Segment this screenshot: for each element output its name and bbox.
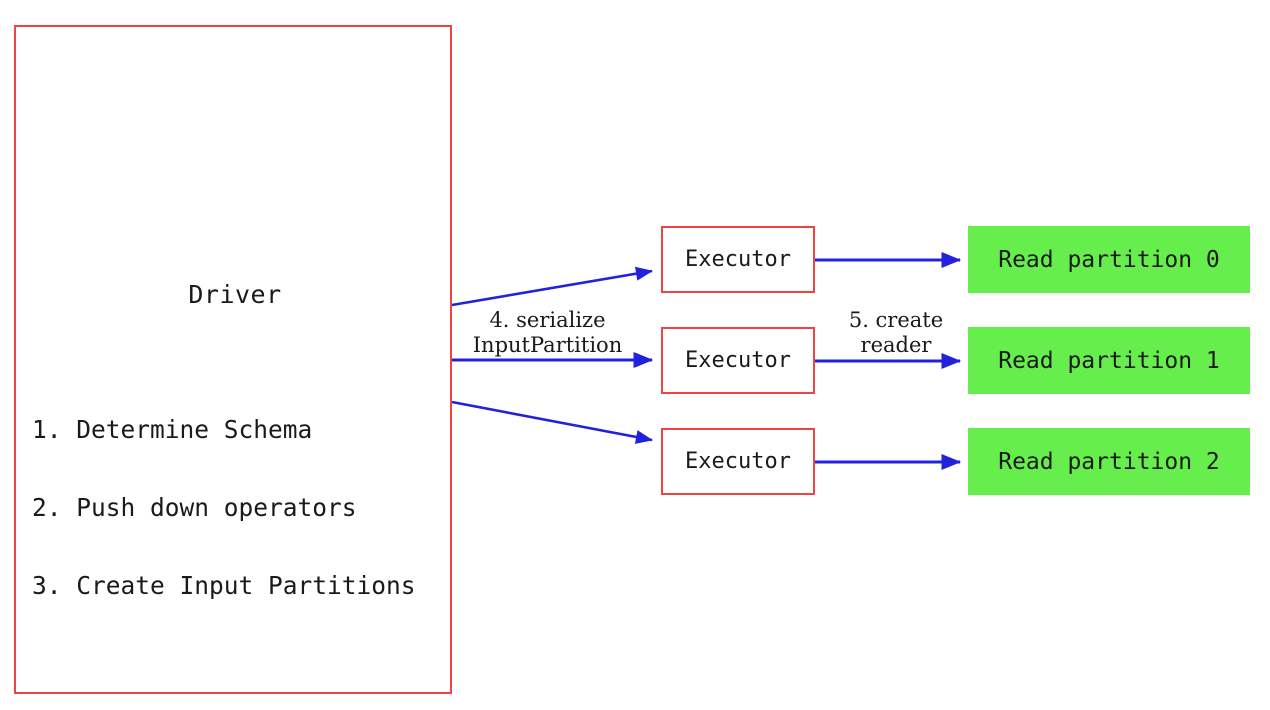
executor-label-1: Executor <box>685 247 791 272</box>
executor-box-2: Executor <box>661 327 815 394</box>
read-partition-box-2: Read partition 2 <box>968 428 1250 495</box>
driver-step-2: 2. Push down operators <box>32 493 357 522</box>
executor-box-3: Executor <box>661 428 815 495</box>
edge-label-create-reader-line2: reader <box>860 333 932 357</box>
edge-label-serialize: 4. serialize InputPartition <box>460 308 635 358</box>
edge-label-create-reader-line1: 5. create <box>848 308 944 332</box>
read-partition-box-0: Read partition 0 <box>968 226 1250 293</box>
read-partition-label-0: Read partition 0 <box>998 246 1220 273</box>
edge-label-create-reader: 5. create reader <box>832 308 960 358</box>
read-partition-box-1: Read partition 1 <box>968 327 1250 394</box>
driver-steps-list: 1. Determine Schema 2. Push down operato… <box>32 365 416 651</box>
driver-step-1: 1. Determine Schema <box>32 415 313 444</box>
driver-step-3: 3. Create Input Partitions <box>32 571 416 600</box>
driver-title: Driver <box>188 280 282 309</box>
edge-label-serialize-line2: InputPartition <box>472 333 623 357</box>
driver-box: Driver 1. Determine Schema 2. Push down … <box>14 25 452 694</box>
executor-box-1: Executor <box>661 226 815 293</box>
read-partition-label-1: Read partition 1 <box>998 347 1220 374</box>
edge-label-serialize-line1: 4. serialize <box>489 308 606 332</box>
arrow-driver-to-executor-1 <box>451 266 654 307</box>
read-partition-label-2: Read partition 2 <box>998 448 1220 475</box>
executor-label-3: Executor <box>685 449 791 474</box>
arrow-driver-to-executor-3 <box>451 400 654 444</box>
executor-label-2: Executor <box>685 348 791 373</box>
